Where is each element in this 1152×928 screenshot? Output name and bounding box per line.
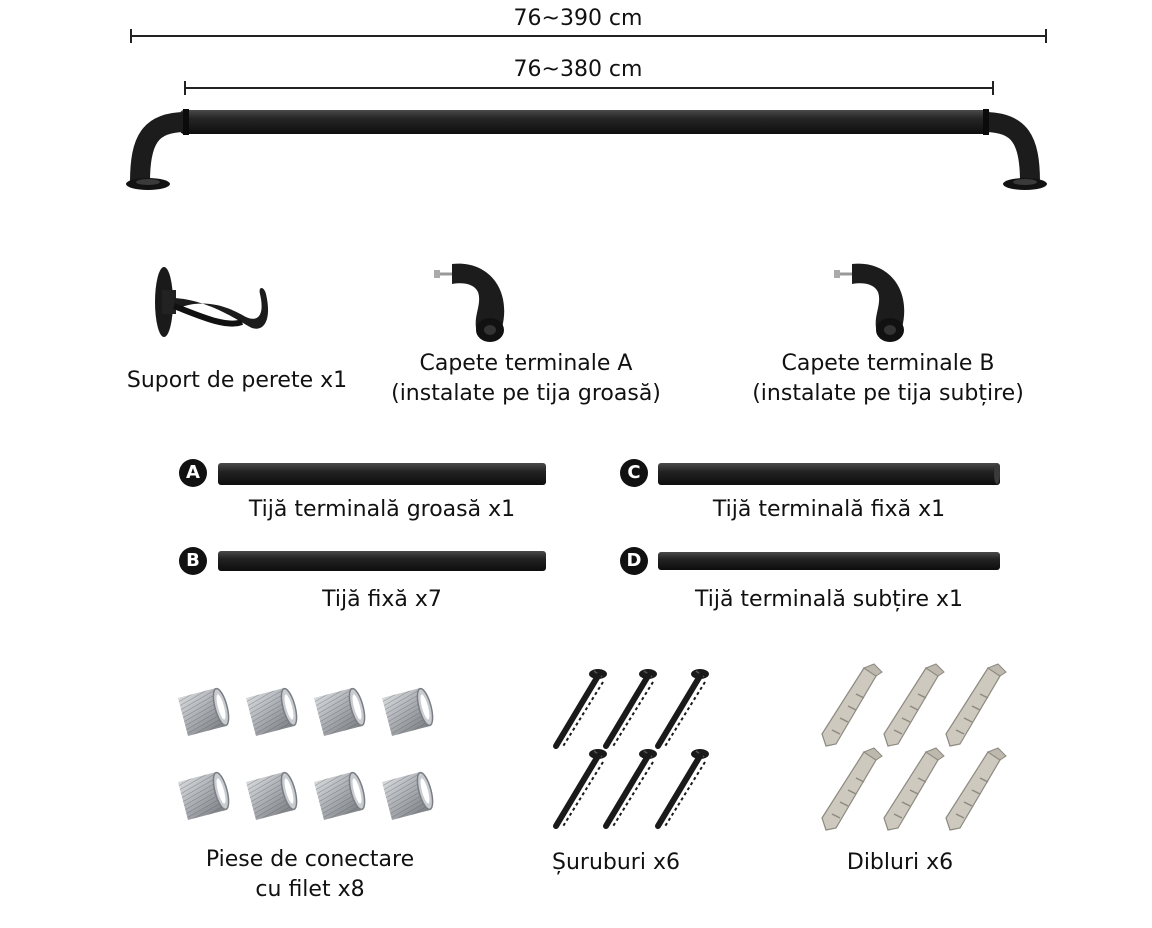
rod-a-label: Tijă terminală groasă x1 bbox=[248, 497, 516, 522]
anchors-label: Dibluri x6 bbox=[846, 850, 954, 875]
rod-c-label: Tijă terminală fixă x1 bbox=[712, 497, 946, 522]
threaded-connectors-icon bbox=[177, 686, 437, 821]
wall-bracket-label: Suport de perete x1 bbox=[126, 368, 348, 393]
end-caps-a-label-line1: Capete terminale A bbox=[419, 351, 633, 376]
rod-b-icon bbox=[218, 551, 546, 571]
connectors-label-line1: Piese de conectare bbox=[205, 847, 415, 872]
rod-d-badge: D bbox=[620, 547, 648, 575]
rod-d-label: Tijă terminală subțire x1 bbox=[694, 587, 964, 612]
wall-anchors-icon bbox=[821, 663, 1007, 831]
rod-b-label: Tijă fixă x7 bbox=[322, 587, 442, 612]
end-cap-b-icon bbox=[834, 263, 905, 342]
connectors-label-line2: cu filet x8 bbox=[255, 877, 365, 902]
rod-c-icon bbox=[658, 463, 1000, 485]
screws-label: Șuruburi x6 bbox=[552, 850, 680, 875]
screws-icon bbox=[546, 666, 726, 836]
end-cap-a-icon bbox=[434, 263, 505, 342]
rod-c-badge: C bbox=[620, 459, 648, 487]
rod-d-icon bbox=[658, 552, 1000, 570]
dimension-lines bbox=[130, 29, 1047, 95]
end-caps-a-label-line2: (instalate pe tija groasă) bbox=[391, 381, 661, 406]
wall-bracket-icon bbox=[155, 267, 269, 337]
rod-a-icon bbox=[218, 463, 546, 485]
end-caps-b-label-line1: Capete terminale B bbox=[781, 351, 995, 376]
rod-a-badge: A bbox=[179, 459, 207, 487]
outer-dimension-label: 76~390 cm bbox=[513, 6, 643, 31]
inner-dimension-label: 76~380 cm bbox=[513, 57, 643, 82]
end-caps-b-label-line2: (instalate pe tija subțire) bbox=[752, 381, 1024, 406]
rod-b-badge: B bbox=[179, 547, 207, 575]
assembled-curtain-rod bbox=[126, 109, 1047, 190]
